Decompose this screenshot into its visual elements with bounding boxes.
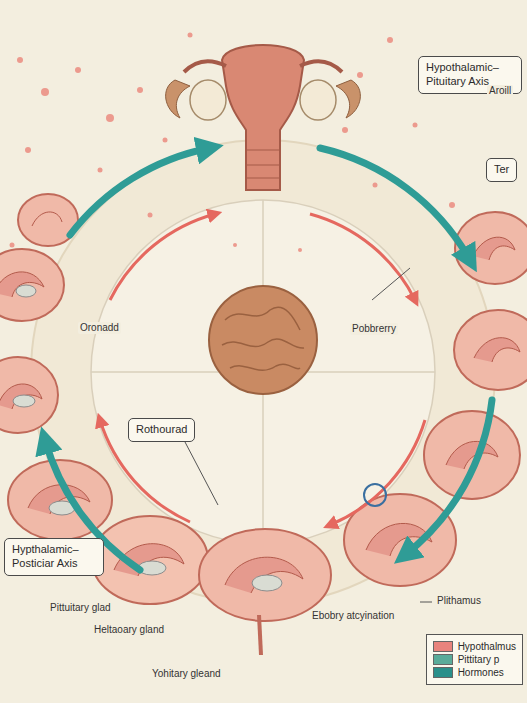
brain-sections: [424, 411, 520, 499]
callout-box: Hypthalamic– Posticiar Axis: [4, 538, 104, 576]
part-label: Ebobry atcyination: [310, 610, 396, 622]
brain-sections: [92, 516, 208, 604]
pink-dots: [98, 168, 103, 173]
brain-sections: [424, 411, 520, 499]
legend-text: Hormones: [458, 667, 504, 678]
pink-dots: [25, 147, 31, 153]
legend-swatch: [433, 654, 453, 665]
red-cycle-arrows: [310, 214, 415, 300]
pink-dots: [41, 88, 49, 96]
pink-dots: [137, 87, 143, 93]
callout-text: Rothourad: [136, 423, 187, 437]
pink-dots: [75, 67, 81, 73]
red-cycle-arrows: [110, 214, 215, 300]
part-label: Pittuitary glad: [48, 602, 113, 614]
part-label: Heltaoary gland: [92, 624, 166, 636]
brain-sections: [0, 357, 58, 433]
part-label: Oronadd: [78, 322, 121, 334]
red-cycle-arrows: [100, 214, 425, 525]
central-brain: [222, 307, 304, 370]
red-cycle-arrows: [364, 484, 386, 506]
pink-dots: [148, 213, 153, 218]
brain-sections: [454, 310, 527, 390]
uterus-figure: [184, 61, 342, 72]
pink-dots: [163, 138, 168, 143]
leader-lines: [185, 92, 484, 602]
legend-swatch: [433, 667, 453, 678]
pink-dots: [449, 202, 455, 208]
brain-sections: [13, 395, 35, 407]
brain-sections: [474, 338, 520, 362]
brain-sections: [0, 384, 42, 409]
brain-sections: [16, 285, 36, 297]
uterus-figure: [300, 80, 336, 120]
part-label: Pobbrerry: [350, 323, 398, 335]
uterus-figure: [246, 150, 280, 178]
legend-text: Hypothalmus: [458, 641, 516, 652]
brain-sections: [0, 249, 64, 321]
teal-cycle-arrows: [405, 400, 492, 555]
teal-cycle-arrows: [45, 148, 492, 570]
legend-text: Pittitary p: [458, 654, 500, 665]
legend-swatch: [433, 641, 453, 652]
leader-lines: [372, 268, 410, 300]
brain-sections: [0, 357, 58, 433]
callout-text: Hypthalamic– Posticiar Axis: [12, 543, 96, 571]
uterus-figure: [222, 45, 304, 190]
uterus-figure: [166, 45, 361, 190]
callout-box: Ter: [486, 158, 517, 182]
uterus-figure: [166, 80, 190, 118]
pink-dots: [357, 72, 363, 78]
brain-sections: [259, 615, 261, 655]
pink-dots: [17, 57, 23, 63]
brain-sections: [225, 557, 303, 593]
pink-dots: [373, 183, 378, 188]
brain-sections: [199, 529, 331, 655]
brain-sections: [454, 310, 527, 390]
red-cycle-arrows: [330, 420, 425, 525]
brain-sections: [0, 272, 44, 297]
pink-dots: [10, 243, 15, 248]
callout-text: Ter: [494, 163, 509, 177]
teal-cycle-arrows: [320, 148, 470, 260]
legend-box: HypothalmusPittitary p Hormones: [426, 634, 523, 685]
central-brain: [209, 286, 317, 394]
legend-row: Hormones: [433, 667, 516, 678]
pink-dots: [298, 248, 302, 252]
brain-sections: [199, 529, 331, 621]
pink-dots: [413, 123, 418, 128]
pink-dots: [188, 33, 193, 38]
pink-dots: [106, 114, 114, 122]
leader-lines: [185, 442, 218, 505]
brain-sections: [473, 237, 515, 260]
part-label: Plithamus: [435, 595, 483, 607]
central-brain: [209, 286, 317, 394]
brain-sections: [0, 249, 64, 321]
brain-sections: [92, 516, 208, 604]
pink-dots: [10, 33, 456, 253]
legend-row: Hypothalmus: [433, 641, 516, 652]
uterus-figure: [336, 80, 360, 118]
part-label: Yohitary gleand: [150, 668, 223, 680]
pink-dots: [342, 127, 348, 133]
part-label: Aroill: [487, 85, 513, 97]
brain-sections: [252, 575, 282, 591]
uterus-figure: [190, 80, 226, 120]
outer-ring: [91, 200, 435, 544]
callout-box: Rothourad: [128, 418, 195, 442]
legend-row: Pittitary p: [433, 654, 516, 665]
pink-dots: [233, 243, 237, 247]
pink-dots: [387, 37, 393, 43]
leader-lines: [420, 602, 432, 603]
brain-sections: [32, 212, 62, 226]
brain-sections: [0, 194, 527, 655]
